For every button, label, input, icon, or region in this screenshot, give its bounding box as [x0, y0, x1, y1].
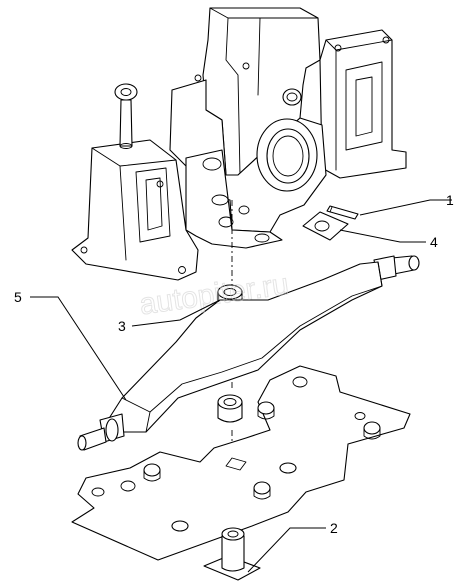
callout-leaders — [30, 199, 452, 573]
leader-3 — [131, 299, 221, 327]
callout-1: 1 — [446, 192, 454, 208]
eye-bolt — [114, 83, 138, 149]
part-5-axle-beam — [77, 255, 420, 451]
leader-4 — [339, 229, 426, 243]
part-2-stud — [203, 527, 261, 581]
lower-bracket-plate — [71, 365, 411, 561]
callout-3: 3 — [118, 318, 126, 334]
callout-2: 2 — [330, 520, 338, 536]
leader-1 — [359, 199, 452, 216]
leader-5 — [30, 296, 127, 401]
callout-5: 5 — [14, 289, 22, 305]
part-1-pin — [326, 205, 359, 220]
housing-casting — [71, 7, 407, 281]
callout-4: 4 — [430, 234, 438, 250]
part-3-bushing-lower — [217, 394, 243, 423]
leader-2 — [247, 527, 326, 573]
part-4-plate — [302, 211, 349, 241]
